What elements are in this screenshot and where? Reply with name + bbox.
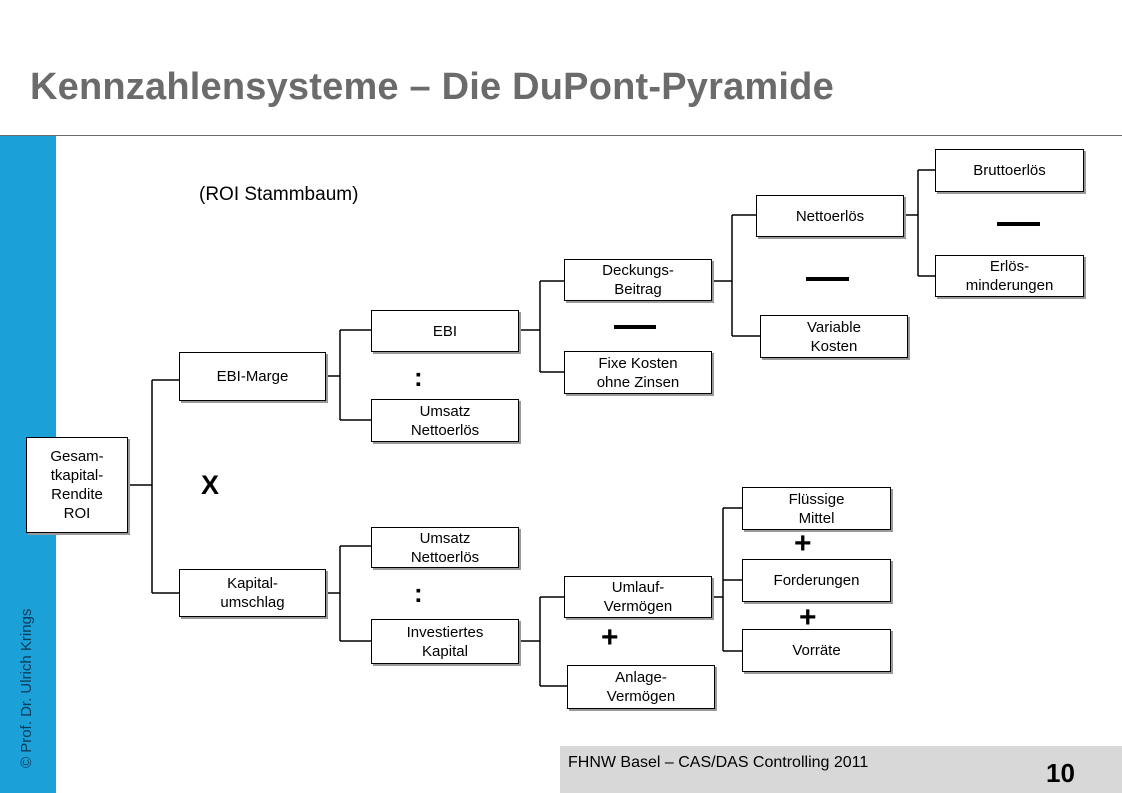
- box-fluessige-mittel: Flüssige Mittel: [742, 487, 891, 530]
- box-ebi: EBI: [371, 310, 519, 352]
- box-deckungsbeitrag: Deckungs- Beitrag: [564, 259, 712, 301]
- box-nettoerloes: Nettoerlös: [756, 195, 904, 237]
- box-variable-kosten: Variable Kosten: [760, 315, 908, 358]
- multiply-operator: X: [201, 470, 220, 500]
- minus-operator-nettoerloes: [997, 222, 1040, 226]
- title-divider: [0, 135, 1122, 136]
- box-fixe-kosten: Fixe Kosten ohne Zinsen: [564, 351, 712, 394]
- divide-operator-top: :: [414, 362, 423, 392]
- diagram-subtitle: (ROI Stammbaum): [199, 184, 359, 205]
- box-forderungen: Forderungen: [742, 559, 891, 602]
- footer-text: FHNW Basel – CAS/DAS Controlling 2011: [568, 754, 869, 771]
- page-number: 10: [1046, 758, 1075, 788]
- box-erloesminderungen: Erlös- minderungen: [935, 255, 1084, 297]
- minus-operator-ebi: [614, 325, 656, 329]
- minus-operator-deckungsbeitrag: [806, 277, 849, 281]
- box-anlagevermoegen: Anlage- Vermögen: [567, 665, 715, 709]
- box-ebi-marge: EBI-Marge: [179, 352, 326, 401]
- plus-operator-forderungen: +: [799, 601, 817, 634]
- box-investiertes-kapital: Investiertes Kapital: [371, 619, 519, 664]
- divide-operator-bottom: :: [414, 578, 423, 608]
- box-umsatz-nettoerloes-bottom: Umsatz Nettoerlös: [371, 527, 519, 568]
- box-umsatz-nettoerloes-top: Umsatz Nettoerlös: [371, 399, 519, 442]
- footer-bar: [560, 746, 1122, 793]
- box-umlaufvermoegen: Umlauf- Vermögen: [564, 576, 712, 618]
- slide-title: Kennzahlensysteme – Die DuPont-Pyramide: [30, 66, 834, 108]
- box-bruttoerloes: Bruttoerlös: [935, 149, 1084, 192]
- box-roi: Gesam- tkapital- Rendite ROI: [26, 437, 128, 533]
- plus-operator-vermoegen: +: [601, 621, 619, 654]
- box-vorraete: Vorräte: [742, 629, 891, 672]
- box-kapitalumschlag: Kapital- umschlag: [179, 569, 326, 617]
- plus-operator-fluessige-mittel: +: [794, 527, 812, 560]
